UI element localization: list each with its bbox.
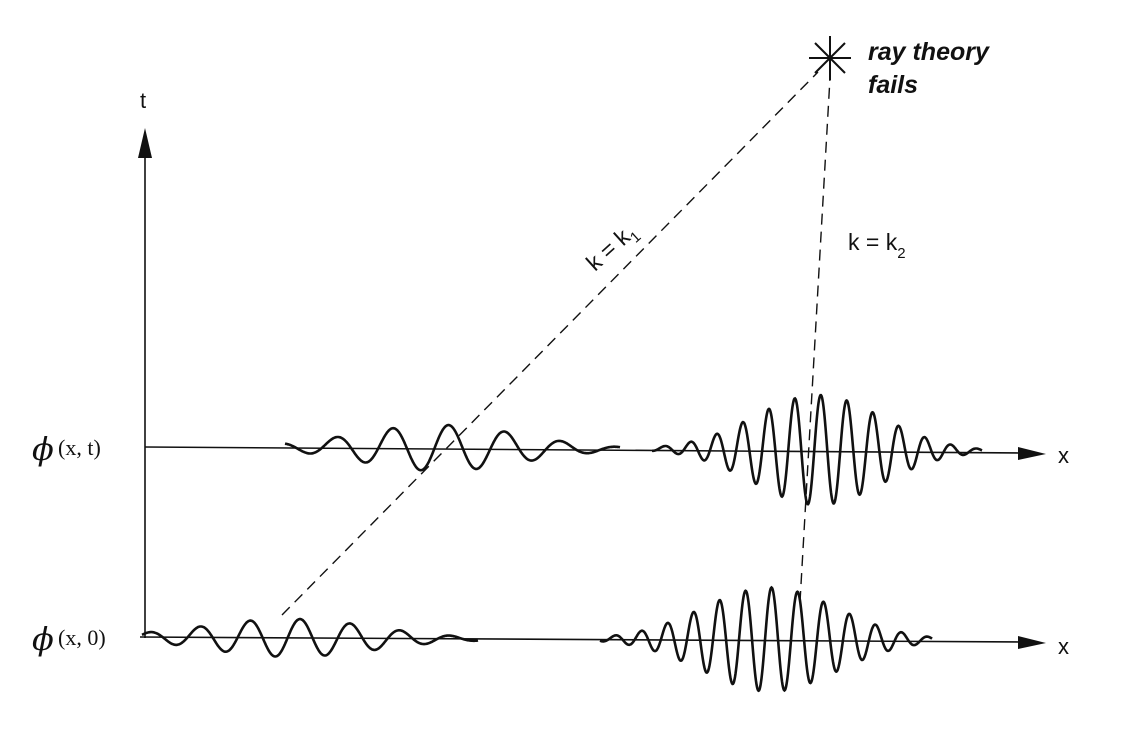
ray-k2-label: k = k2	[848, 229, 906, 262]
x-axis-lower-label: x	[1058, 634, 1069, 659]
t-axis-arrowhead	[138, 128, 152, 158]
star-burst-icon	[809, 36, 851, 80]
svg-text:k = k2: k = k2	[848, 229, 906, 262]
x-axis-lower	[139, 636, 1021, 643]
ray-k2	[799, 77, 831, 603]
svg-text:(x, 0): (x, 0)	[58, 625, 106, 650]
svg-text:(x, t): (x, t)	[58, 435, 101, 460]
annotation-line1: ray theory	[868, 38, 990, 66]
ray-k1	[281, 71, 819, 616]
x-axis-upper-label: x	[1058, 443, 1069, 468]
x-axis-upper-arrowhead	[1018, 447, 1046, 460]
x-axis-lower-arrowhead	[1018, 636, 1046, 649]
annotation-line2: fails	[868, 71, 918, 99]
svg-text:ϕ: ϕ	[32, 620, 54, 658]
row-label-t: ϕ (x, t)	[32, 430, 101, 468]
wave-packet-k2-evolved	[652, 393, 983, 506]
wave-packet-k1-initial	[141, 617, 479, 658]
wave-packet-k1-evolved	[284, 423, 621, 472]
row-label-0: ϕ (x, 0)	[32, 620, 106, 658]
svg-text:ϕ: ϕ	[32, 430, 54, 468]
svg-text:k = k1: k = k1	[581, 218, 645, 280]
x-axis-upper	[144, 446, 1021, 454]
t-axis-label: t	[140, 88, 146, 113]
ray-k1-label: k = k1	[581, 218, 645, 280]
wave-packet-k2-initial	[599, 585, 933, 693]
